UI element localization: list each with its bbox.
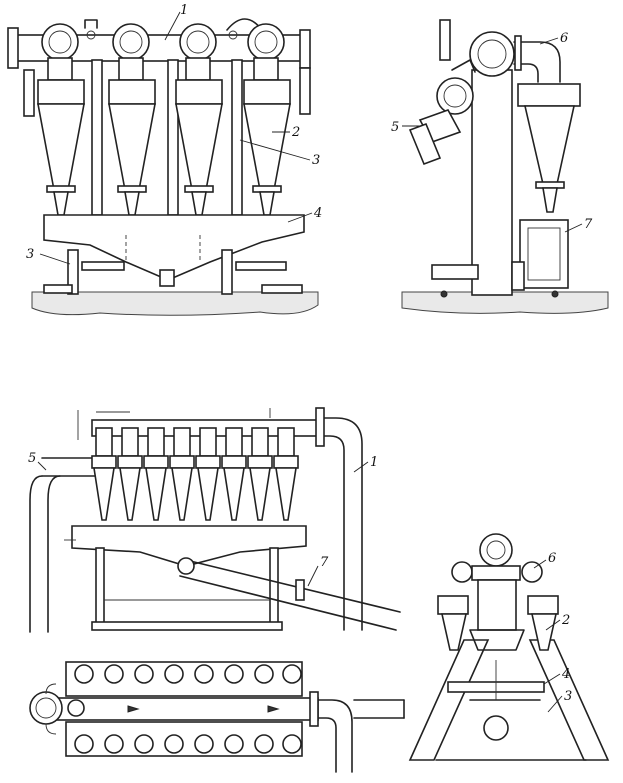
label-6: 6 bbox=[560, 31, 568, 46]
ground-base-side bbox=[401, 291, 609, 314]
label-2: 2 bbox=[291, 125, 300, 140]
plan-cyclones-bottom bbox=[74, 734, 302, 754]
label-5-bottom: 5 bbox=[28, 451, 36, 466]
label-7: 7 bbox=[584, 217, 593, 232]
ground-base bbox=[31, 291, 319, 316]
view-end: 6 2 4 3 bbox=[408, 533, 610, 761]
cyclone-1 bbox=[37, 23, 85, 216]
view-front-eight-cyclones: 5 1 7 bbox=[28, 407, 401, 633]
view-side-single-cyclone: 6 5 7 bbox=[391, 19, 609, 314]
cyclone-4 bbox=[243, 23, 291, 216]
label-6-end: 6 bbox=[548, 551, 556, 566]
label-1-bottom: 1 bbox=[370, 455, 378, 470]
central-body bbox=[477, 579, 517, 631]
view-front-four-cyclones: 1 2 3 3 4 bbox=[7, 3, 322, 316]
cyclone-2 bbox=[108, 23, 156, 216]
trough-bottom bbox=[71, 525, 307, 567]
cyclone-3 bbox=[175, 23, 223, 216]
label-2-end: 2 bbox=[561, 613, 570, 628]
plan-cyclones-top bbox=[74, 664, 302, 684]
inlet-nozzle bbox=[408, 59, 476, 166]
label-5: 5 bbox=[391, 120, 399, 135]
cyclone-row bbox=[91, 427, 299, 521]
label-3b: 3 bbox=[26, 247, 34, 262]
label-4-end: 4 bbox=[561, 667, 570, 682]
label-4: 4 bbox=[313, 206, 322, 221]
label-1: 1 bbox=[180, 3, 188, 18]
collecting-trough bbox=[43, 214, 305, 281]
label-7-bottom: 7 bbox=[320, 555, 329, 570]
label-3-end: 3 bbox=[564, 689, 572, 704]
support-column bbox=[471, 69, 513, 296]
view-plan bbox=[29, 661, 405, 773]
label-3: 3 bbox=[312, 153, 320, 168]
